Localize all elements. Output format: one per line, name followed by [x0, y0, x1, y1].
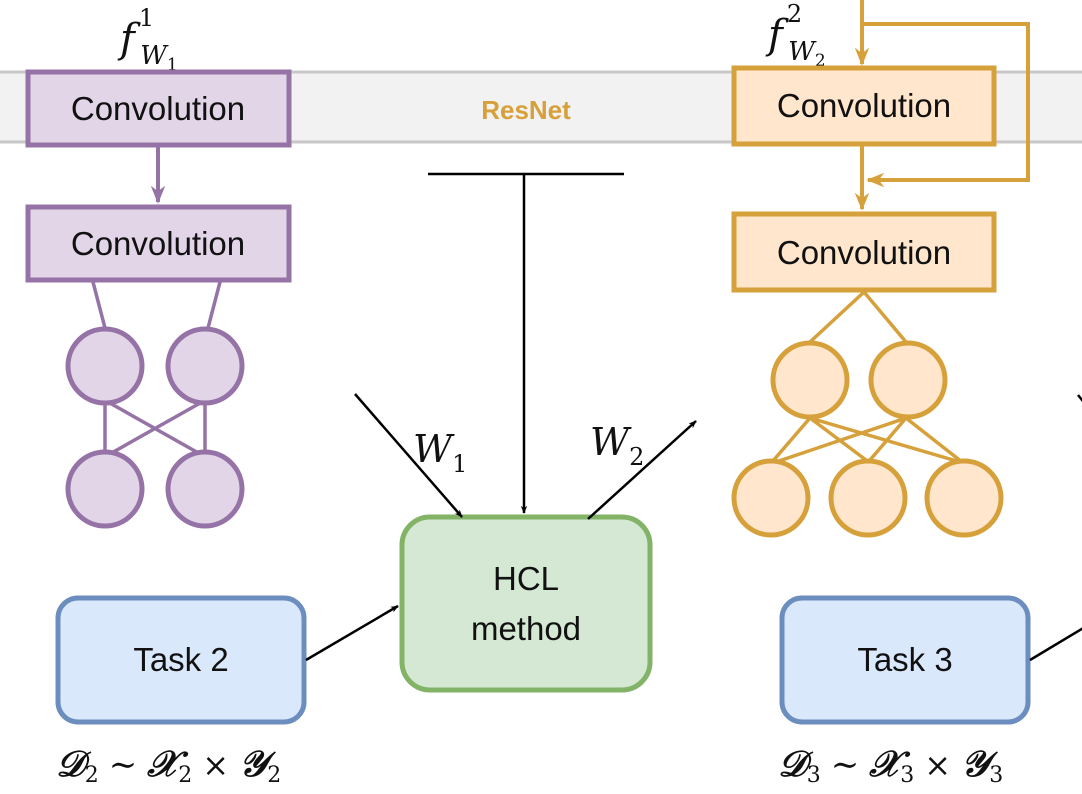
skip-connection-arrow [862, 22, 1030, 188]
hcl-label-line2: method [471, 610, 581, 647]
task-3-dataset: 𝒟3∼𝒳3×𝒴3 [778, 743, 1003, 788]
neuron [65, 326, 145, 406]
task-2-label: Task 2 [133, 641, 228, 678]
left-conv-bottom-box [25, 204, 292, 283]
neuron [924, 458, 1004, 538]
neuron [65, 449, 145, 529]
neuron [165, 326, 245, 406]
w2-label: W2 [590, 420, 644, 471]
left-network-edges [91, 281, 222, 457]
w2-arrow [587, 420, 697, 520]
task-2-arrow [305, 604, 399, 662]
neuron [770, 340, 850, 420]
task-3-node: Task 3 𝒟3∼𝒳3×𝒴3 [778, 595, 1082, 788]
right-conv-bottom-label: Convolution [777, 234, 951, 271]
hcl-method-box [399, 514, 653, 693]
task-2-dataset: 𝒟2∼𝒳2×𝒴2 [56, 743, 281, 788]
right-conv-top-label: Convolution [777, 87, 951, 124]
hcl-label-line1: HCL [493, 560, 559, 597]
task-3-arrow [1029, 627, 1082, 662]
edge-partial-arrow [1077, 394, 1082, 403]
right-network-edges [770, 290, 964, 464]
right-network-neurons [731, 340, 1004, 538]
task-3-box [779, 595, 1031, 725]
w1-arrow [354, 393, 463, 518]
right-conv-bottom-box [731, 211, 997, 293]
left-conv-top-label: Convolution [71, 90, 245, 127]
left-network-neurons [65, 326, 245, 529]
w1-label: W1 [413, 427, 467, 478]
resnet-label: ResNet [481, 95, 571, 125]
hcl-method-node: HCL method W1 W2 [354, 172, 697, 693]
neuron [828, 458, 908, 538]
left-conv-bottom-label: Convolution [71, 225, 245, 262]
left-conv-top-box [25, 69, 292, 148]
neuron [731, 458, 811, 538]
task-2-node: Task 2 𝒟2∼𝒳2×𝒴2 [55, 595, 399, 788]
neuron [165, 449, 245, 529]
neuron [868, 340, 948, 420]
task-3-label: Task 3 [857, 641, 952, 678]
right-conv-top-box [731, 65, 997, 147]
task-2-box [55, 595, 307, 725]
